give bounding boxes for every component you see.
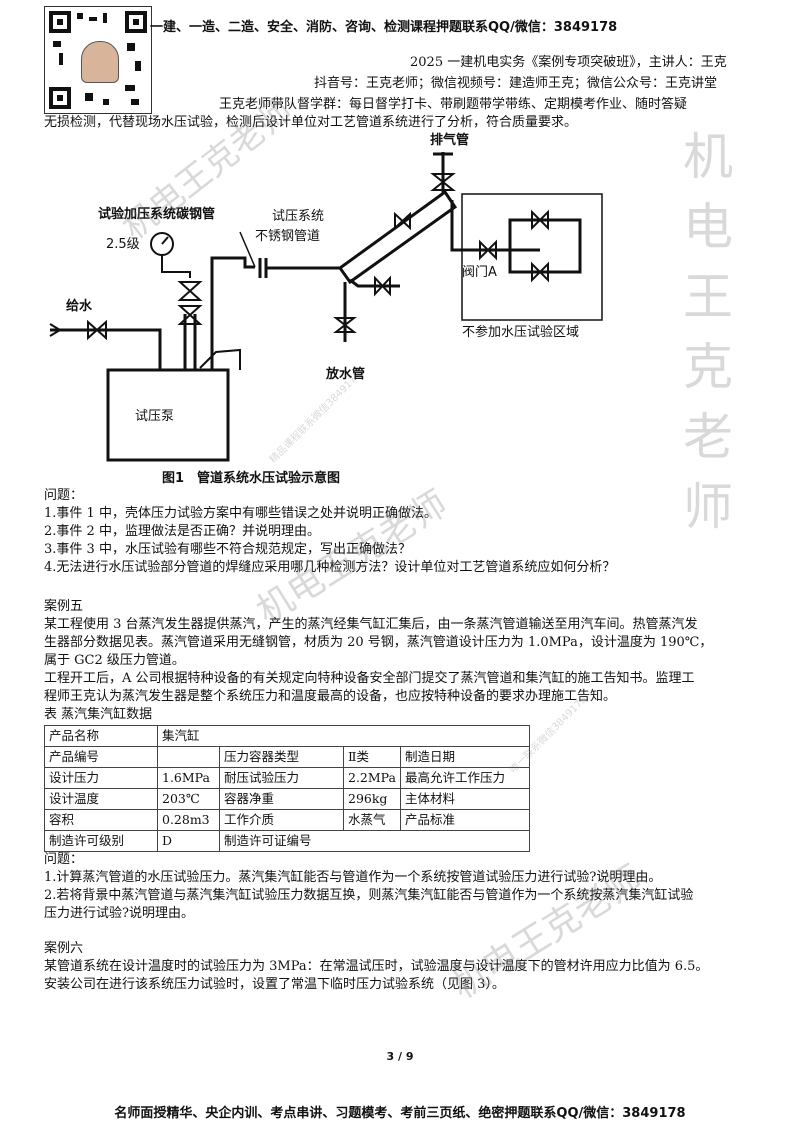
watermark-vertical: 机电王克老师 <box>675 130 733 550</box>
paragraph-line: 生器部分数据见表。蒸汽管道采用无缝钢管，材质为 20 号钢，蒸汽管道设计压力为 … <box>44 635 713 650</box>
table-cell: 工作介质 <box>219 809 344 831</box>
case5-title: 案例五 <box>44 599 84 614</box>
course-line: 2025 一建机电实务《案例专项突破班》，主讲人：王克 <box>410 55 727 70</box>
question-item: 1.事件 1 中，壳体压力试验方案中有哪些错误之处并说明正确做法。 <box>44 506 437 521</box>
steam-header-table: 产品名称 集汽缸 产品编号 压力容器类型 Ⅱ类 制造日期 设计压力 1.6MPa… <box>44 725 530 852</box>
table-cell: 296kg <box>343 788 401 810</box>
question-item: 1.计算蒸汽管道的水压试验压力。蒸汽集汽缸能否与管道作为一个系统按管道试验压力进… <box>44 870 662 885</box>
footer-banner: 名师面授精华、央企内训、考点串讲、习题模考、考前三页纸、绝密押题联系QQ/微信：… <box>114 1106 686 1121</box>
table-cell: 0.28m3 <box>157 809 220 831</box>
table-cell: 制造许可证编号 <box>219 830 530 852</box>
label-test-system: 试压系统 <box>272 209 324 224</box>
social-line: 抖音号：王克老师；微信视频号：建造师王克；微信公众号：王克讲堂 <box>314 76 718 91</box>
pump-box <box>106 368 230 462</box>
label-grade: 2.5级 <box>106 237 140 252</box>
paragraph-line: 程师王克认为蒸汽发生器是整个系统压力和温度最高的设备，也应按特种设备的要求办理施… <box>44 689 617 704</box>
table-cell: 耐压试验压力 <box>219 767 344 789</box>
qr-code <box>44 6 152 114</box>
table-row: 设计压力 1.6MPa 耐压试验压力 2.2MPa 最高允许工作压力 <box>44 767 530 789</box>
question-item: 4.无法进行水压试验部分管道的焊缝应采用哪几种检测方法？设计单位对工艺管道系统应… <box>44 560 616 575</box>
table-cell: 压力容器类型 <box>219 746 344 768</box>
table-cell <box>157 746 220 768</box>
label-exhaust: 排气管 <box>430 132 469 148</box>
group-line: 王克老师带队督学群：每日督学打卡、带刷题带学带练、定期模考作业、随时答疑 <box>219 97 688 112</box>
questions-title: 问题： <box>44 488 84 503</box>
case5-body: 某工程使用 3 台蒸汽发生器提供蒸汽，产生的蒸汽经集气缸汇集后，由一条蒸汽管道输… <box>44 616 712 706</box>
question-item: 2.若将背景中蒸汽管道与蒸汽集汽缸试验压力数据互换，则蒸汽集汽缸能否与管道作为一… <box>44 888 694 903</box>
table-row: 产品编号 压力容器类型 Ⅱ类 制造日期 <box>44 746 530 768</box>
table-cell: 设计温度 <box>44 788 158 810</box>
question-item: 压力进行试验?说明理由。 <box>44 906 194 921</box>
table-row: 设计温度 203℃ 容器净重 296kg 主体材料 <box>44 788 530 810</box>
paragraph-line: 某管道系统在设计温度时的试验压力为 3MPa：在常温试压时，试验温度与设计温度下… <box>44 959 709 974</box>
table-cell: 设计压力 <box>44 767 158 789</box>
questions-list: 1.事件 1 中，壳体压力试验方案中有哪些错误之处并说明正确做法。 2.事件 2… <box>44 505 615 577</box>
label-water-in: 给水 <box>66 298 93 314</box>
label-pump: 试压泵 <box>135 409 174 424</box>
question-item: 2.事件 2 中，监理做法是否正确？并说明理由。 <box>44 524 320 539</box>
label-drain: 放水管 <box>325 366 365 382</box>
pressure-test-diagram: 排气管 试验加压系统碳钢管 2.5级 试压系统 不锈钢管道 给水 阀门A 不参加… <box>49 132 603 486</box>
question-item: 3.事件 3 中，水压试验有哪些不符合规范规定，写出正确做法？ <box>44 542 411 557</box>
table-row: 容积 0.28m3 工作介质 水蒸气 产品标准 <box>44 809 530 831</box>
table-cell: 2.2MPa <box>343 767 401 789</box>
table-cell: Ⅱ类 <box>343 746 401 768</box>
table-cell: 制造许可级别 <box>44 830 158 852</box>
label-valve-a: 阀门A <box>462 265 497 280</box>
table-cell: 集汽缸 <box>157 725 530 747</box>
header-banner: 一建、一造、二造、安全、消防、咨询、检测课程押题联系QQ/微信：3849178 <box>150 20 618 35</box>
label-excluded-area: 不参加水压试验区域 <box>462 324 579 340</box>
page-number: 3 / 9 <box>386 1050 414 1063</box>
table-cell: 容积 <box>44 809 158 831</box>
paragraph-line: 某工程使用 3 台蒸汽发生器提供蒸汽，产生的蒸汽经集气缸汇集后，由一条蒸汽管道输… <box>44 617 698 632</box>
table-cell: 1.6MPa <box>157 767 220 789</box>
label-stainless-pipe: 不锈钢管道 <box>255 229 320 244</box>
paragraph-line: 工程开工后，A 公司根据特种设备的有关规定向特种设备安全部门提交了蒸汽管道和集汽… <box>44 671 695 686</box>
paragraph-line: 安装公司在进行该系统压力试验时，设置了常温下临时压力试验系统（见图 3）。 <box>44 977 505 992</box>
figure-caption: 图1 管道系统水压试验示意图 <box>162 470 340 486</box>
table-cell: 产品名称 <box>44 725 158 747</box>
case5-questions-title: 问题： <box>44 852 84 867</box>
avatar <box>81 41 119 83</box>
intro-tail: 无损检测，代替现场水压试验，检测后设计单位对工艺管道系统进行了分析，符合质量要求… <box>44 115 578 130</box>
table-cell: 水蒸气 <box>343 809 401 831</box>
table-cell: 203℃ <box>157 788 220 810</box>
case6-body: 某管道系统在设计温度时的试验压力为 3MPa：在常温试压时，试验温度与设计温度下… <box>44 958 708 994</box>
case6-title: 案例六 <box>44 941 84 956</box>
table-cell: D <box>157 830 220 852</box>
case5-questions: 1.计算蒸汽管道的水压试验压力。蒸汽集汽缸能否与管道作为一个系统按管道试验压力进… <box>44 869 693 923</box>
paragraph-line: 属于 GC2 级压力管道。 <box>44 653 185 668</box>
table-cell: 容器净重 <box>219 788 344 810</box>
label-carbon-pipe: 试验加压系统碳钢管 <box>98 206 215 222</box>
table-row: 产品名称 集汽缸 <box>44 725 530 747</box>
table-cell: 主体材料 <box>400 788 530 810</box>
table-title: 表 蒸汽集汽缸数据 <box>44 707 153 722</box>
table-cell: 产品标准 <box>400 809 530 831</box>
table-cell: 产品编号 <box>44 746 158 768</box>
table-row: 制造许可级别 D 制造许可证编号 <box>44 830 530 852</box>
